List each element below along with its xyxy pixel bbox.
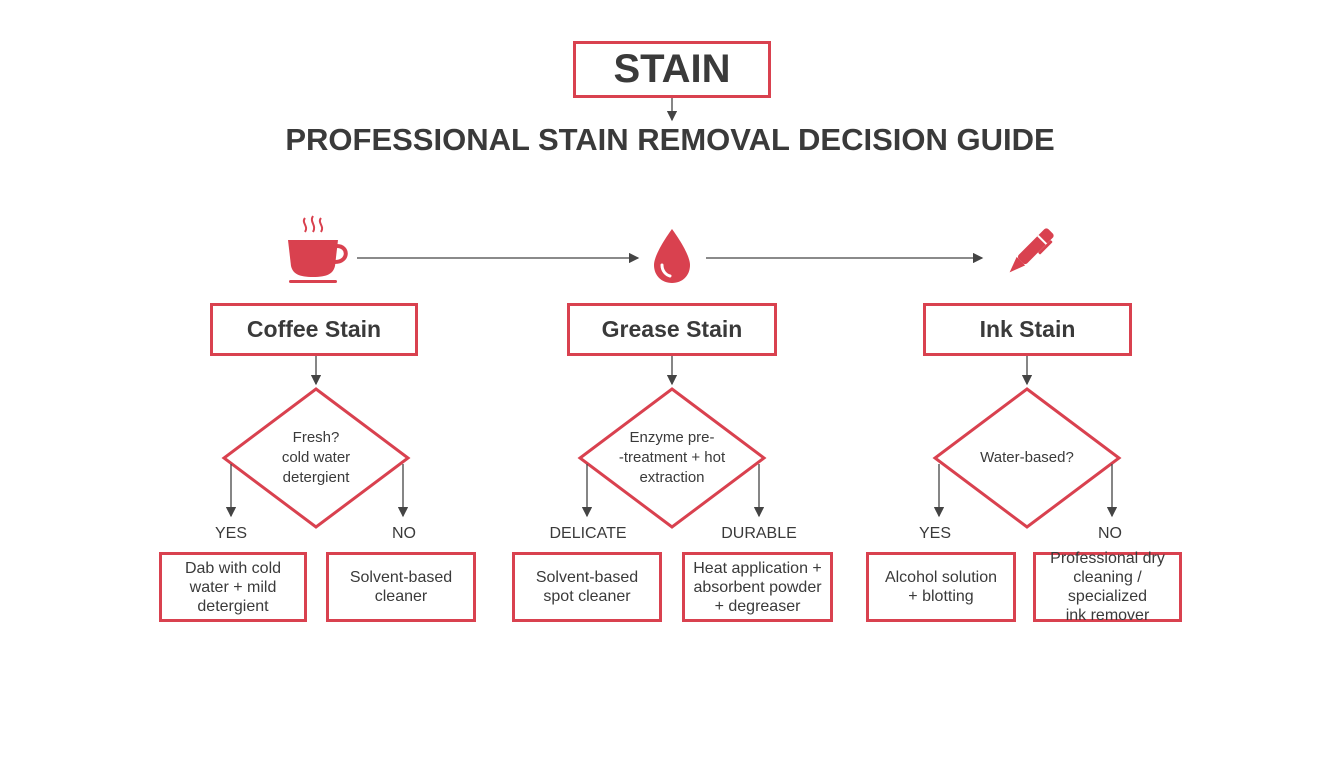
coffee-decision-diamond — [221, 387, 411, 529]
coffee-cup-icon — [288, 215, 348, 283]
grease-delicate-label: DELICATE — [549, 525, 627, 542]
grease-decision-text: Enzyme pre- -treatment + hot extraction — [618, 429, 726, 486]
ink-yes-action-box: Alcohol solution + blotting — [866, 552, 1016, 622]
grease-delicate-action-box: Solvent-based spot cleaner — [512, 552, 662, 622]
ink-stain-box: Ink Stain — [923, 303, 1132, 356]
grease-drop-icon — [654, 229, 690, 283]
ink-decision-diamond — [932, 387, 1122, 529]
coffee-no-label: NO — [392, 525, 416, 542]
coffee-yes-label: YES — [214, 525, 247, 542]
pen-icon — [1009, 228, 1054, 273]
ink-yes-label: YES — [918, 525, 951, 542]
grease-durable-action-box: Heat application + absorbent powder + de… — [682, 552, 833, 622]
grease-decision-diamond — [577, 387, 767, 529]
ink-no-label: NO — [1098, 525, 1122, 542]
grease-durable-label: DURABLE — [721, 525, 797, 542]
coffee-stain-box: Coffee Stain — [210, 303, 418, 356]
title-box: STAIN — [573, 41, 771, 98]
coffee-decision-text: Fresh? cold water detergient — [281, 429, 351, 486]
grease-stain-box: Grease Stain — [567, 303, 777, 356]
coffee-no-action-box: Solvent-based cleaner — [326, 552, 476, 622]
ink-decision-text: Water-based? — [980, 449, 1074, 466]
page-subtitle: PROFESSIONAL STAIN REMOVAL DECISION GUID… — [285, 122, 1055, 157]
ink-no-action-box: Professional dry cleaning / specialized … — [1033, 550, 1182, 624]
coffee-yes-action-box: Dab with cold water + mild detergient — [159, 552, 307, 622]
